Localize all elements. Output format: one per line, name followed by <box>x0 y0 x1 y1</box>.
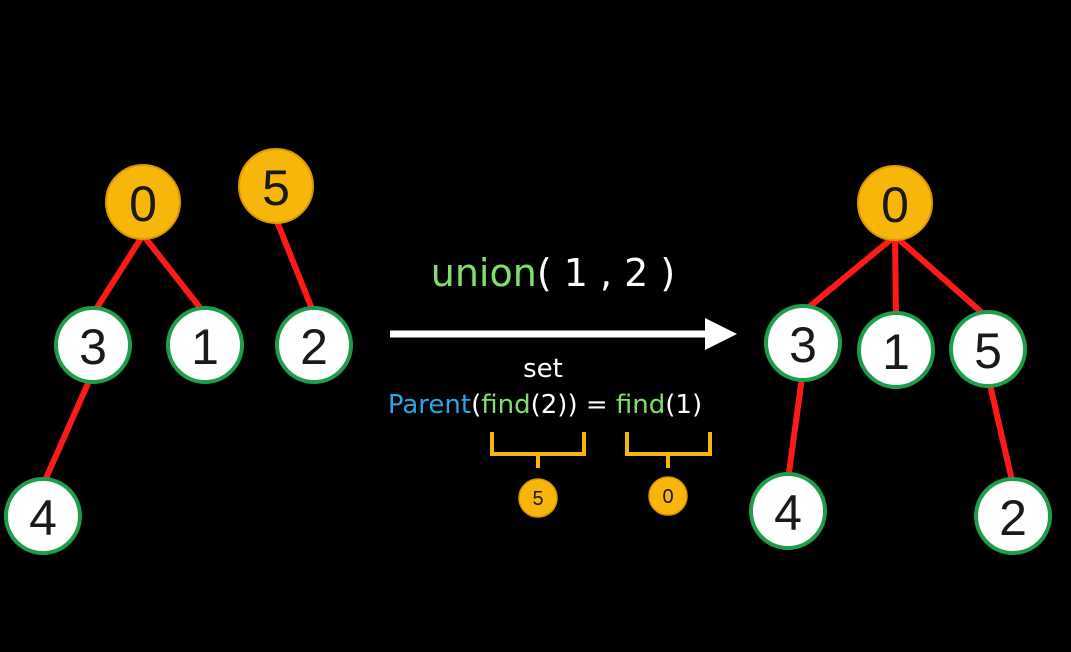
before-node-circle <box>275 306 353 384</box>
after-node-4: 4 <box>749 472 827 550</box>
after-node-circle <box>949 310 1027 388</box>
union-fn-label: union <box>431 251 537 295</box>
before-node-label: 2 <box>300 319 328 375</box>
after-node-circle <box>749 472 827 550</box>
find-right-word: find <box>616 390 665 420</box>
after-node-circle <box>764 304 842 382</box>
before-node-circle <box>4 477 82 555</box>
brace-right <box>625 432 712 468</box>
before-node-2: 2 <box>275 306 353 384</box>
after-node-label: 1 <box>882 324 910 380</box>
before-node-0: 0 <box>105 164 181 240</box>
after-node-circle <box>857 311 935 389</box>
parent-word: Parent <box>388 390 471 420</box>
before-node-label: 3 <box>79 319 107 375</box>
before-node-3: 3 <box>54 306 132 384</box>
result-left-label: 5 <box>532 488 543 510</box>
after-node-label: 5 <box>974 323 1002 379</box>
operation-title: union( 1 , 2 ) <box>431 251 675 295</box>
equals-sign: = <box>578 390 616 420</box>
set-label: set <box>523 354 563 384</box>
after-node-0: 0 <box>857 165 933 241</box>
after-node-3: 3 <box>764 304 842 382</box>
after-node-label: 2 <box>999 490 1027 546</box>
find-left-args: (2)) <box>531 390 578 420</box>
transform-arrow <box>390 318 737 350</box>
result-right-label: 0 <box>662 486 673 508</box>
before-edge-b0-b3 <box>90 232 146 317</box>
after-node-label: 3 <box>789 317 817 373</box>
before-node-circle <box>54 306 132 384</box>
before-node-label: 4 <box>29 490 57 546</box>
before-edge-b0-b1 <box>140 232 208 317</box>
result-badge-left: 5 <box>518 478 558 518</box>
after-node-label: 0 <box>881 177 909 233</box>
assignment-expression: Parent(find(2)) = find(1) <box>388 390 702 420</box>
before-edge-b3-b4 <box>40 369 96 488</box>
find-left-word: find <box>481 390 530 420</box>
after-edge-a5-a2 <box>985 373 1016 488</box>
after-edge-a0-a5 <box>892 233 991 321</box>
edges-layer <box>40 216 1016 488</box>
union-args-label: ( 1 , 2 ) <box>537 251 675 295</box>
after-node-1: 1 <box>857 311 935 389</box>
before-node-5: 5 <box>238 148 314 224</box>
after-node-5: 5 <box>949 310 1027 388</box>
before-node-label: 5 <box>262 160 290 216</box>
brace-left <box>490 432 586 468</box>
after-edge-a0-a1 <box>892 233 899 322</box>
before-node-circle <box>105 164 181 240</box>
before-node-label: 1 <box>191 319 219 375</box>
result-badge-right: 0 <box>648 476 688 516</box>
before-node-circle <box>238 148 314 224</box>
before-node-4: 4 <box>4 477 82 555</box>
after-node-circle <box>974 477 1052 555</box>
before-node-1: 1 <box>166 306 244 384</box>
find-right-args: (1) <box>665 390 702 420</box>
after-edge-a3-a4 <box>785 367 806 483</box>
after-edge-a0-a3 <box>800 233 898 315</box>
after-node-label: 4 <box>774 485 802 541</box>
nodes-layer: 0 5 3 1 2 4 0 3 1 5 4 2 <box>4 148 1052 555</box>
after-node-2: 2 <box>974 477 1052 555</box>
after-node-circle <box>857 165 933 241</box>
before-node-circle <box>166 306 244 384</box>
parent-paren: ( <box>471 390 481 420</box>
before-node-label: 0 <box>129 176 157 232</box>
before-edge-b5-b2 <box>273 216 317 317</box>
